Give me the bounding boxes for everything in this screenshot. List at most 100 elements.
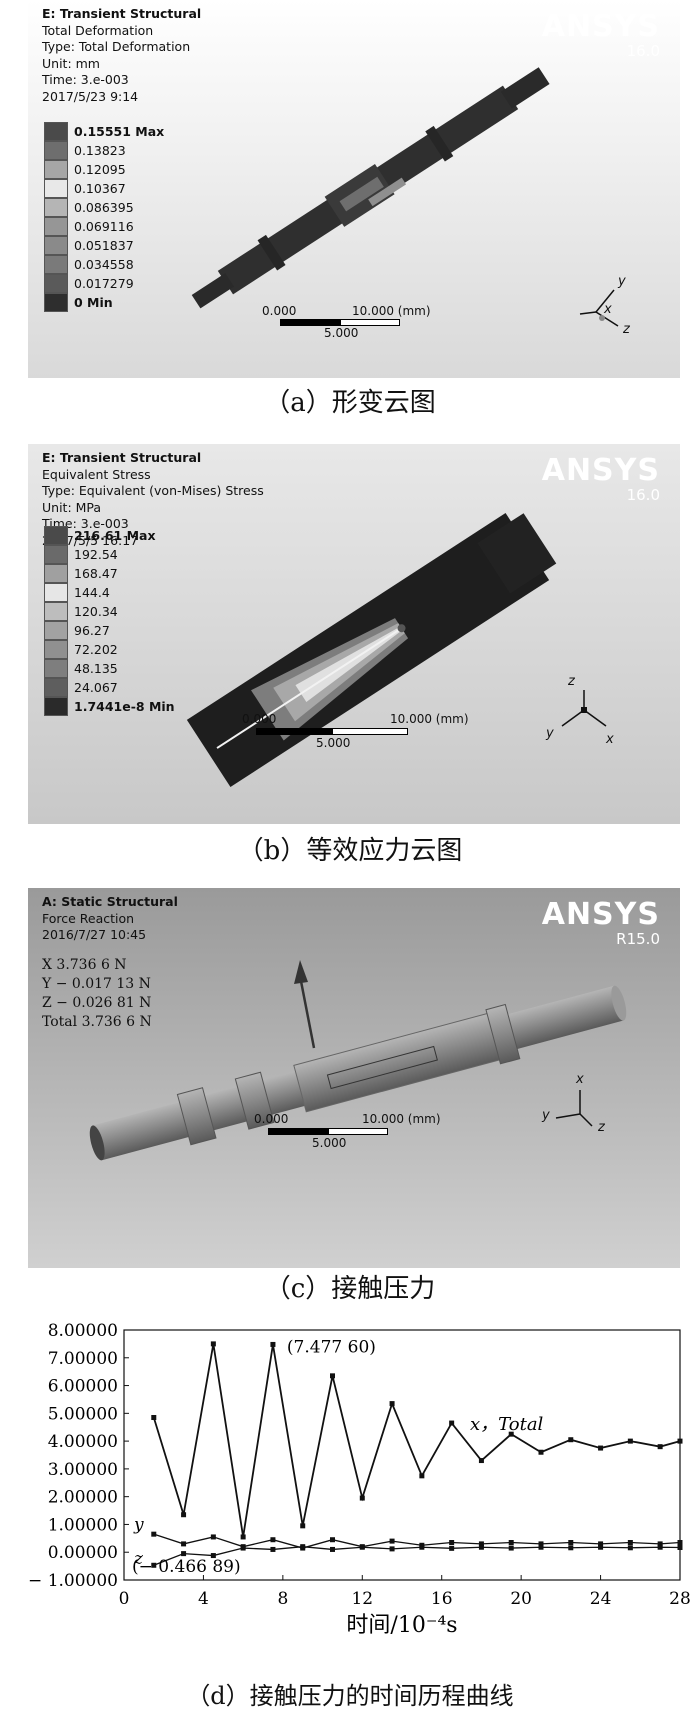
ansys-logo: ANSYS R15.0 bbox=[542, 900, 660, 949]
data-point bbox=[389, 1546, 395, 1552]
legend-label: 144.4 bbox=[74, 585, 110, 600]
data-point bbox=[598, 1541, 604, 1547]
data-point bbox=[657, 1544, 663, 1550]
data-point bbox=[449, 1540, 455, 1545]
legend-label: 0.12095 bbox=[74, 162, 126, 177]
min-annotation: (− 0.466 89) bbox=[132, 1557, 241, 1577]
data-point bbox=[240, 1545, 246, 1551]
header-line: Unit: mm bbox=[42, 55, 100, 71]
legend-label: 0.034558 bbox=[74, 257, 134, 272]
scale-left-label: 0.000 bbox=[262, 304, 297, 318]
data-point bbox=[300, 1523, 306, 1529]
data-point bbox=[330, 1373, 335, 1379]
readout-z: Z − 0.026 81 N bbox=[42, 995, 152, 1011]
contact-force-chart: − 1.000000.000001.000002.000003.000004.0… bbox=[28, 1321, 691, 1638]
data-point bbox=[300, 1544, 306, 1550]
legend-swatch bbox=[44, 602, 68, 621]
header-line: E: Transient Structural bbox=[42, 450, 202, 465]
scale-bar: 0.000 10.000 (mm) 5.000 bbox=[242, 712, 502, 750]
scale-right-label: 10.000 (mm) bbox=[362, 1112, 441, 1126]
x-tick-label: 0 bbox=[119, 1589, 130, 1609]
data-point bbox=[151, 1562, 157, 1568]
caption-d: （d）接触压力的时间历程曲线 bbox=[186, 1682, 514, 1710]
x-tick-label: 16 bbox=[431, 1589, 453, 1609]
triad-label: y bbox=[618, 274, 626, 289]
header-line: Unit: MPa bbox=[42, 499, 102, 515]
axis-triad[interactable] bbox=[566, 272, 636, 342]
legend-label: 0.10367 bbox=[74, 181, 126, 196]
caption-c: （c）接触压力 bbox=[264, 1274, 436, 1304]
legend-swatch bbox=[44, 640, 68, 659]
brand-version: R15.0 bbox=[616, 930, 660, 948]
header-line: Time: 3.e-003 bbox=[42, 72, 129, 88]
legend-label: 24.067 bbox=[74, 680, 118, 695]
brand-name: ANSYS bbox=[541, 453, 660, 488]
legend-label: 120.34 bbox=[74, 604, 118, 619]
y-tick-label: 1.00000 bbox=[48, 1515, 118, 1535]
legend-label: 192.54 bbox=[74, 547, 118, 562]
data-point bbox=[627, 1540, 633, 1545]
triad-label: x bbox=[604, 302, 612, 317]
series-label-z: z bbox=[133, 1549, 144, 1569]
data-point bbox=[240, 1534, 246, 1540]
stress-model[interactable] bbox=[28, 444, 680, 824]
readout-x: X 3.736 6 N bbox=[42, 957, 127, 973]
legend-swatch bbox=[44, 621, 68, 640]
triad-label: x bbox=[576, 1072, 584, 1087]
brand-version: 16.0 bbox=[626, 42, 660, 60]
deformation-viewport[interactable]: E: Transient Structural Total Deformatio… bbox=[28, 0, 680, 378]
data-point bbox=[627, 1438, 633, 1444]
legend-swatch bbox=[44, 236, 68, 255]
header-line: E: Transient Structural bbox=[42, 6, 202, 21]
scale-bar-white bbox=[340, 319, 400, 326]
scale-mid-label: 5.000 bbox=[316, 736, 351, 750]
axis-triad[interactable] bbox=[538, 1078, 618, 1148]
x-axis-label: 时间/10⁻⁴s bbox=[346, 1613, 457, 1638]
y-tick-label: 5.00000 bbox=[48, 1404, 118, 1424]
data-point bbox=[389, 1538, 395, 1544]
scale-right-label: 10.000 (mm) bbox=[352, 304, 431, 318]
deformation-model[interactable] bbox=[28, 0, 680, 378]
series-label-x-total: x，Total bbox=[470, 1414, 544, 1435]
triad-label: y bbox=[542, 1108, 550, 1123]
legend-swatch bbox=[44, 217, 68, 236]
data-point bbox=[210, 1341, 216, 1347]
force-readout: X 3.736 6 N Y − 0.017 13 N Z − 0.026 81 … bbox=[42, 956, 152, 1032]
data-point bbox=[270, 1546, 276, 1552]
header-line: Force Reaction bbox=[42, 910, 135, 926]
result-header: E: Transient Structural Total Deformatio… bbox=[42, 6, 201, 106]
legend-label: 0.15551 Max bbox=[74, 124, 165, 139]
legend-swatch bbox=[44, 293, 68, 312]
data-point bbox=[210, 1534, 216, 1540]
series-label-y: y bbox=[133, 1515, 144, 1535]
scale-left-label: 0.000 bbox=[254, 1112, 289, 1126]
y-tick-label: 3.00000 bbox=[48, 1460, 118, 1480]
stress-viewport[interactable]: E: Transient Structural Equivalent Stres… bbox=[28, 444, 680, 824]
force-reaction-viewport[interactable]: A: Static Structural Force Reaction 2016… bbox=[28, 888, 680, 1268]
legend-label: 72.202 bbox=[74, 642, 118, 657]
scale-right-label: 10.000 (mm) bbox=[390, 712, 469, 726]
scale-mid-label: 5.000 bbox=[312, 1136, 347, 1150]
shaft-model[interactable] bbox=[28, 888, 680, 1268]
legend-label: 96.27 bbox=[74, 623, 110, 638]
data-point bbox=[181, 1551, 187, 1557]
legend-swatch bbox=[44, 160, 68, 179]
data-point bbox=[508, 1431, 514, 1437]
data-point bbox=[598, 1445, 604, 1451]
triad-label: x bbox=[606, 732, 614, 747]
x-tick-label: 20 bbox=[510, 1589, 532, 1609]
data-point bbox=[270, 1341, 276, 1347]
data-point bbox=[181, 1541, 187, 1547]
header-line: Type: Equivalent (von-Mises) Stress bbox=[42, 483, 264, 499]
data-point bbox=[419, 1544, 425, 1550]
legend-label: 216.61 Max bbox=[74, 528, 156, 543]
legend-swatch bbox=[44, 122, 68, 141]
axis-triad[interactable] bbox=[544, 680, 624, 750]
x-tick-label: 24 bbox=[590, 1589, 612, 1609]
header-line: Type: Total Deformation bbox=[42, 39, 191, 55]
header-line: A: Static Structural bbox=[42, 894, 178, 909]
x-tick-label: 12 bbox=[351, 1589, 373, 1609]
legend-swatch bbox=[44, 255, 68, 274]
legend-swatch bbox=[44, 678, 68, 697]
x-tick-label: 4 bbox=[198, 1589, 209, 1609]
